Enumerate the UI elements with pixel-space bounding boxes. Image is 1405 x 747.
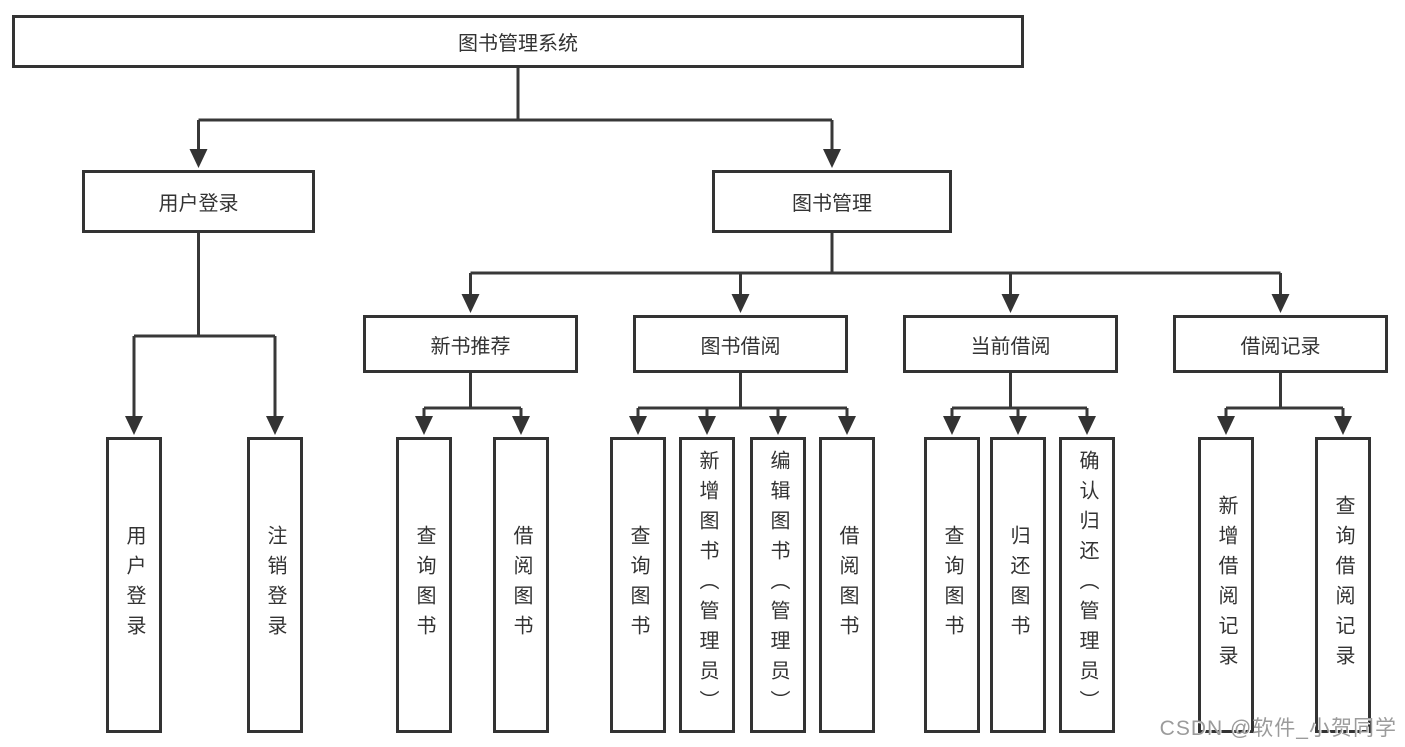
arrowhead — [1334, 416, 1352, 435]
leaf-query-borrow-record: 查询借阅记录 — [1315, 437, 1371, 733]
arrowhead — [1271, 294, 1290, 313]
node-book-borrowing: 图书借阅 — [633, 315, 848, 373]
arrowhead — [1217, 416, 1235, 435]
arrowhead — [943, 416, 961, 435]
node-current-borrowing: 当前借阅 — [903, 315, 1118, 373]
arrowhead — [125, 416, 143, 435]
arrowhead — [189, 149, 208, 168]
arrowhead — [512, 416, 530, 435]
node-user-login: 用户登录 — [82, 170, 315, 233]
arrowhead — [1009, 416, 1027, 435]
arrowhead — [698, 416, 716, 435]
leaf-borrow-books: 借阅图书 — [819, 437, 875, 733]
leaf-query-books-recommend: 查询图书 — [396, 437, 452, 733]
leaf-borrow-books-recommend: 借阅图书 — [493, 437, 549, 733]
leaf-add-books-admin: 新增图书（管理员） — [679, 437, 735, 733]
arrowhead — [461, 294, 480, 313]
arrowhead — [629, 416, 647, 435]
arrowhead — [769, 416, 787, 435]
leaf-add-borrow-record: 新增借阅记录 — [1198, 437, 1254, 733]
arrowhead — [266, 416, 284, 435]
leaf-query-books-borrow: 查询图书 — [610, 437, 666, 733]
node-library-management-system: 图书管理系统 — [12, 15, 1024, 68]
node-borrowing-records: 借阅记录 — [1173, 315, 1388, 373]
arrowhead — [731, 294, 750, 313]
arrowhead — [823, 149, 841, 168]
watermark-text: CSDN @软件_小贺同学 — [1159, 717, 1397, 740]
arrowhead — [1001, 294, 1020, 313]
arrowhead — [838, 416, 856, 435]
arrowhead — [415, 416, 433, 435]
leaf-logout: 注销登录 — [247, 437, 303, 733]
leaf-confirm-return-admin: 确认归还（管理员） — [1059, 437, 1115, 733]
leaf-query-books-current: 查询图书 — [924, 437, 980, 733]
leaf-edit-books-admin: 编辑图书（管理员） — [750, 437, 806, 733]
arrowhead — [1078, 416, 1096, 435]
node-new-book-recommendation: 新书推荐 — [363, 315, 578, 373]
node-book-management: 图书管理 — [712, 170, 952, 233]
leaf-user-login: 用户登录 — [106, 437, 162, 733]
leaf-return-books: 归还图书 — [990, 437, 1046, 733]
